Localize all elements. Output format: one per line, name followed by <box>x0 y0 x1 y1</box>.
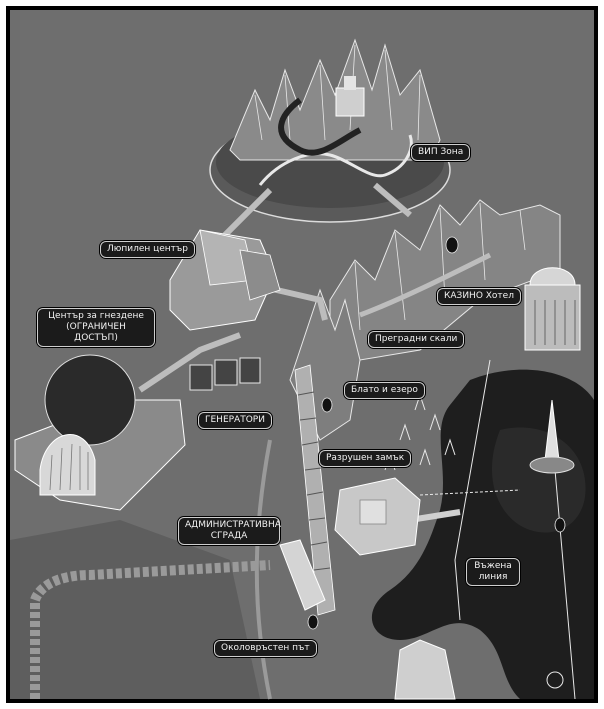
generator-3 <box>239 357 261 384</box>
label-generators: ГЕНЕРАТОРИ <box>198 412 272 429</box>
label-ring-road: Околовръстен път <box>214 640 317 657</box>
lake-tower-base <box>529 456 575 474</box>
vip-river <box>278 97 362 156</box>
compass-icon <box>546 671 564 689</box>
label-admin-building-line1: АДМИНИСТРАТИВНА <box>185 520 281 530</box>
bridge-dashes <box>419 489 521 496</box>
lake-inner <box>491 427 586 533</box>
casino-hotel-columns <box>534 300 576 345</box>
tunnel-1 <box>445 236 459 254</box>
cable-line-east <box>554 469 576 700</box>
incubator-annex <box>239 249 281 301</box>
label-vip-zone: ВИП Зона <box>411 144 471 161</box>
label-casino-hotel: КАЗИНО Хотел <box>437 288 521 305</box>
barrier-mountain-ridges <box>354 202 526 331</box>
road-south <box>254 439 272 700</box>
road-vip-to-casino <box>373 182 412 218</box>
ruined-castle-keep <box>359 499 387 525</box>
nesting-center-arch <box>39 434 96 496</box>
label-admin-building: АДМИНИСТРАТИВНА СГРАДА <box>178 517 281 545</box>
vip-building-top <box>344 76 356 90</box>
tunnel-2 <box>321 397 333 413</box>
label-cable-line-line2: линия <box>478 572 508 582</box>
label-nesting-center-line1: Център за гнездене <box>48 311 144 321</box>
tunnel-3 <box>307 614 319 630</box>
label-cable-line-line1: Въжена <box>474 561 512 571</box>
road-nesting-to-generators <box>138 332 242 393</box>
label-ruined-castle: Разрушен замък <box>319 450 412 467</box>
generator-1 <box>189 364 213 391</box>
road-vip-to-incubator <box>222 187 273 238</box>
tunnel-4 <box>554 517 566 533</box>
central-wall-segments <box>297 391 331 571</box>
label-swamp-lake: Блато и езеро <box>344 382 425 399</box>
label-cable-line: Въжена линия <box>466 558 520 586</box>
label-admin-building-line2: СГРАДА <box>210 531 248 541</box>
central-wall <box>294 364 336 616</box>
barrier-mountains <box>329 199 561 361</box>
vip-building <box>335 87 365 117</box>
admin-building <box>279 539 326 611</box>
south-castle <box>394 639 456 700</box>
road-casino <box>359 252 492 318</box>
casino-hotel-dome <box>529 267 576 286</box>
label-nesting-center-line2: (ОГРАНИЧЕН ДОСТЪП) <box>66 322 126 343</box>
label-barrier-cliffs: Преградни скали <box>368 331 465 348</box>
cable-line-north <box>454 359 491 621</box>
vip-road <box>258 134 413 186</box>
nesting-center-arch-lines <box>49 443 89 491</box>
nesting-center-dome <box>44 354 136 446</box>
label-nesting-center: Център за гнездене (ОГРАНИЧЕН ДОСТЪП) <box>37 308 155 347</box>
casino-hotel <box>524 284 581 351</box>
generator-2 <box>214 359 238 386</box>
label-incubator-center: Люпилен център <box>100 241 195 258</box>
ring-road <box>30 560 271 699</box>
